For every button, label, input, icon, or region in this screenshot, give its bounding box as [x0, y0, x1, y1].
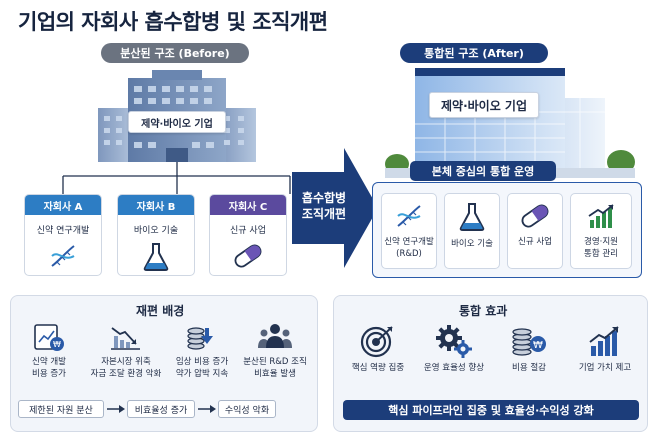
cost-chart-icon: ₩ [16, 322, 82, 352]
effects-title: 통합 효과 [459, 304, 508, 318]
before-label: 분산된 구조 (Before) [101, 43, 249, 63]
function-card-new-business: 신규 사업 [507, 193, 563, 269]
function-sublabel: (R&D) [396, 249, 422, 259]
function-label: 바이오 기술 [451, 239, 493, 249]
effect-item: 운영 효율성 향상 [416, 324, 492, 374]
target-icon [345, 324, 411, 358]
flow-step: 제한된 자원 분산 [18, 400, 104, 418]
coins-saving-icon: ₩ [496, 324, 562, 358]
subsidiary-desc: 신약 연구개발 [36, 226, 90, 236]
effect-label: 비용 절감 [512, 363, 546, 373]
effects-banner: 핵심 파이프라인 집중 및 효율성·수익성 강화 [343, 400, 639, 420]
function-sublabel: 통합 관리 [584, 249, 618, 259]
flow-step: 수익성 악화 [218, 400, 276, 418]
background-item-line1: 자본시장 위축 [101, 357, 151, 367]
background-item-line2: 비용 증가 [32, 369, 66, 379]
subsidiary-desc: 신규 사업 [230, 226, 266, 236]
background-item-line1: 임상 비용 증가 [175, 357, 229, 367]
team-icon [236, 322, 314, 352]
subsidiary-desc: 바이오 기술 [133, 226, 179, 236]
dna-icon [382, 202, 436, 230]
integrated-operation-label: 본체 중심의 통합 운영 [410, 161, 556, 181]
svg-text:₩: ₩ [53, 340, 61, 349]
effect-label: 핵심 역량 집중 [351, 363, 405, 373]
page-title: 기업의 자회사 흡수합병 및 조직개편 [18, 10, 328, 34]
flow-step: 비효율성 증가 [127, 400, 195, 418]
effect-item: 핵심 역량 집중 [345, 324, 411, 374]
merge-arrow [292, 148, 378, 268]
background-item-line2: 비효율 발생 [254, 369, 296, 379]
background-item-line1: 신약 개발 [32, 357, 66, 367]
subsidiary-card-c: 자회사 C 신규 사업 [209, 194, 287, 276]
effect-item: ₩ 비용 절감 [496, 324, 562, 374]
after-label: 통합된 구조 (After) [400, 43, 548, 63]
flow-arrow-icon [107, 405, 125, 413]
merge-label-line1: 흡수합병 [301, 191, 347, 205]
background-item-line2: 자금 조달 환경 악화 [90, 369, 162, 379]
function-label: 신약 연구개발 [384, 237, 434, 247]
merge-label-line2: 조직개편 [301, 207, 347, 221]
subsidiary-name: 자회사 B [118, 195, 194, 215]
flask-icon [445, 202, 499, 232]
merge-label: 흡수합병 조직개편 [296, 190, 352, 222]
flask-icon [118, 242, 194, 272]
growth-chart-icon [571, 202, 631, 230]
capsule-icon [210, 242, 286, 270]
capsule-icon [508, 202, 562, 230]
function-label: 신규 사업 [518, 237, 552, 247]
effect-item: 기업 가치 제고 [570, 324, 640, 374]
function-card-bio: 바이오 기술 [444, 193, 500, 269]
svg-text:₩: ₩ [533, 340, 543, 351]
before-company-label: 제약·바이오 기업 [128, 111, 226, 133]
effect-label: 운영 효율성 향상 [423, 363, 485, 373]
subsidiary-card-b: 자회사 B 바이오 기술 [117, 194, 195, 276]
function-card-rnd: 신약 연구개발 (R&D) [381, 193, 437, 269]
background-item-line1: 분산된 R&D 조직 [243, 357, 307, 367]
coins-down-icon [167, 322, 237, 352]
decline-chart-icon [86, 322, 166, 352]
background-title: 재편 배경 [136, 304, 185, 318]
function-label: 경영·지원 [584, 237, 618, 247]
after-company-label: 제약·바이오 기업 [429, 92, 539, 118]
gears-icon [416, 324, 492, 358]
effect-label: 기업 가치 제고 [578, 363, 632, 373]
value-up-icon [570, 324, 640, 358]
subsidiary-name: 자회사 C [210, 195, 286, 215]
background-item-line2: 약가 압박 지속 [175, 369, 229, 379]
flow-arrow-icon [198, 405, 216, 413]
dna-icon [25, 242, 101, 270]
subsidiary-card-a: 자회사 A 신약 연구개발 [24, 194, 102, 276]
subsidiary-name: 자회사 A [25, 195, 101, 215]
